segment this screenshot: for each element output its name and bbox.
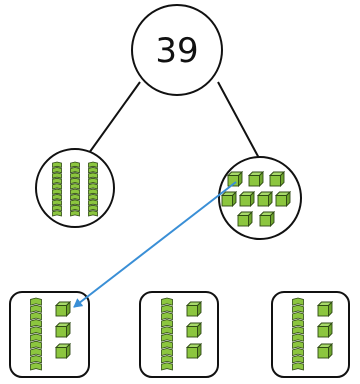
- ten-rod: [52, 161, 62, 217]
- group-box-1-blocks: [30, 297, 72, 371]
- one-cube: [226, 170, 244, 188]
- ten-rod: [161, 297, 173, 371]
- one-cube: [274, 190, 292, 208]
- one-cube: [316, 321, 334, 339]
- move-arrow: [73, 181, 237, 308]
- ten-rod: [30, 297, 42, 371]
- group-box-2-blocks: [161, 297, 203, 371]
- one-cube: [258, 210, 276, 228]
- one-cube: [316, 342, 334, 360]
- tens-rods-group: [52, 161, 98, 217]
- connector-line-left: [83, 81, 141, 161]
- one-cube: [185, 342, 203, 360]
- one-cube: [54, 342, 72, 360]
- one-cube: [220, 190, 238, 208]
- one-cube: [236, 210, 254, 228]
- ones-cubes-group: [220, 170, 292, 228]
- one-cube: [256, 190, 274, 208]
- one-cube: [268, 170, 286, 188]
- whole-value: 39: [155, 31, 198, 71]
- one-cube: [238, 190, 256, 208]
- ten-rod: [88, 161, 98, 217]
- one-cube: [316, 300, 334, 318]
- one-cube: [185, 300, 203, 318]
- group-box-3-blocks: [292, 297, 334, 371]
- group-box-1: [9, 291, 90, 378]
- connector-line-right: [217, 81, 261, 161]
- tens-part-circle: [35, 148, 115, 228]
- group-box-3: [271, 291, 350, 378]
- ones-part-circle: [218, 156, 302, 240]
- ten-rod: [292, 297, 304, 371]
- one-cube: [54, 300, 72, 318]
- one-cube: [54, 321, 72, 339]
- one-cube: [185, 321, 203, 339]
- one-cube: [247, 170, 265, 188]
- group-box-2: [139, 291, 219, 378]
- ten-rod: [70, 161, 80, 217]
- whole-circle: 39: [131, 4, 223, 96]
